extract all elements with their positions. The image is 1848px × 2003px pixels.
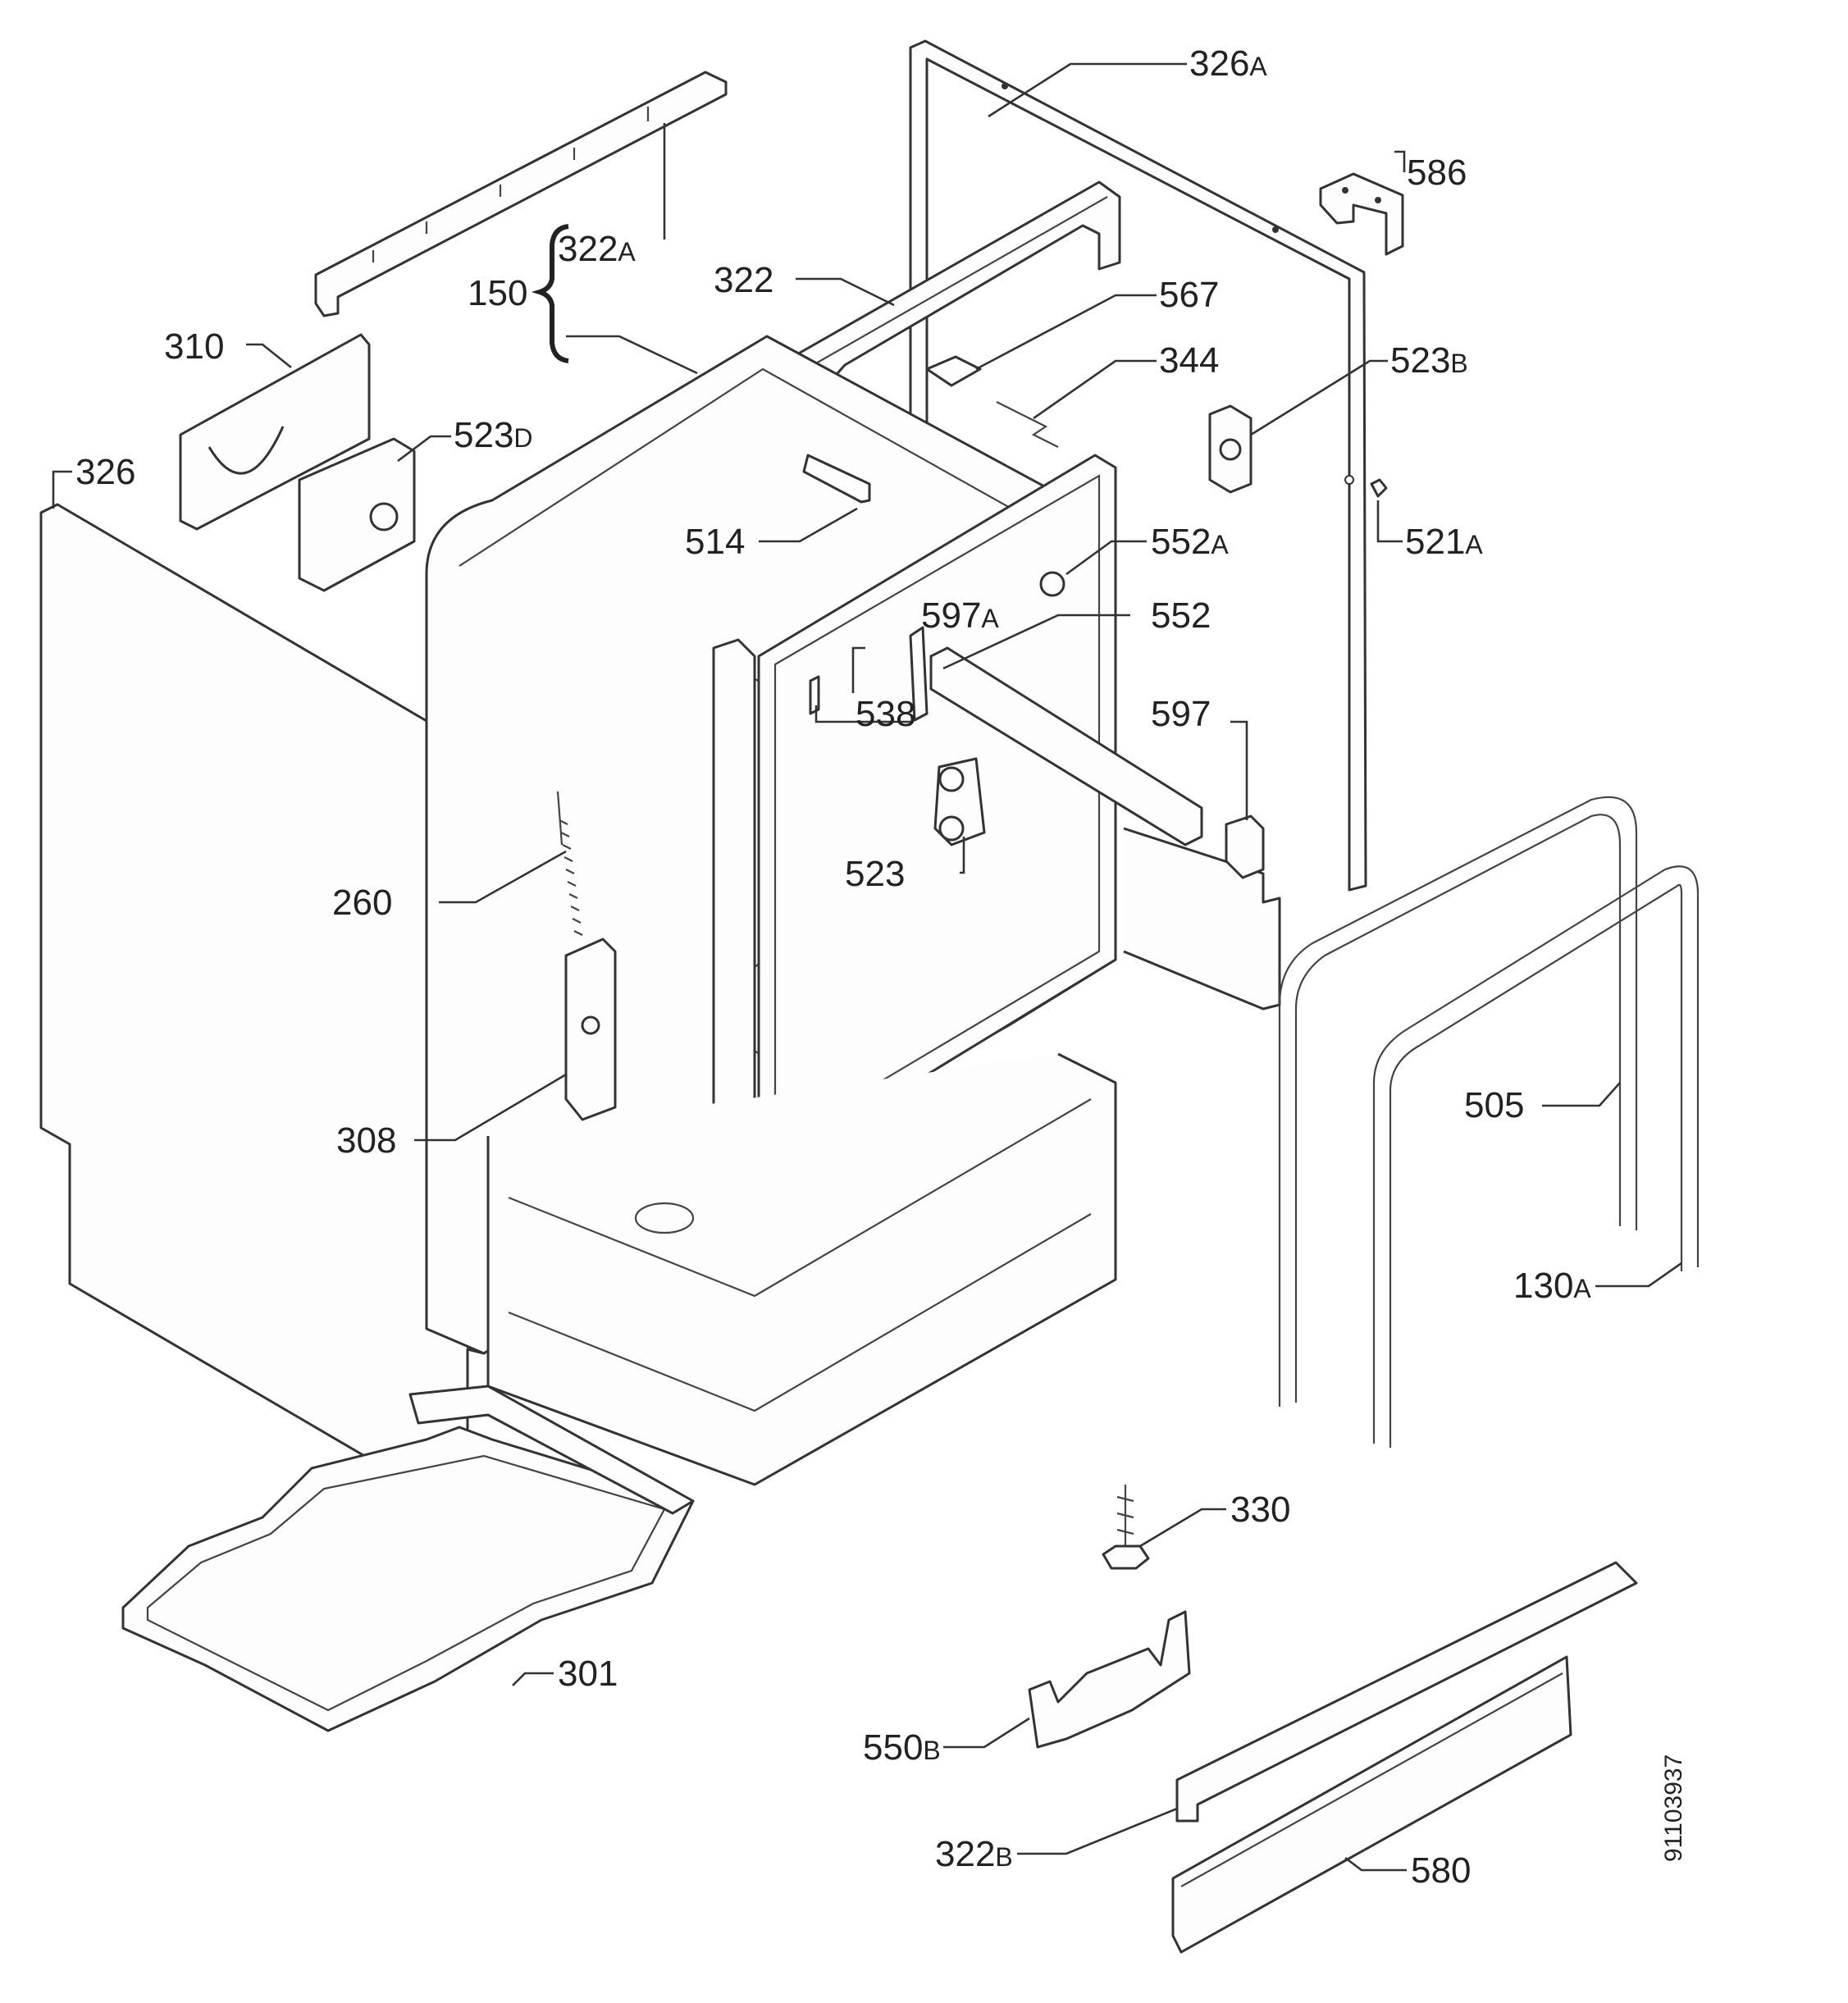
part-label-344: 344 [1159, 340, 1219, 381]
plinth-rails-part [1171, 1561, 1638, 1954]
panel-523d-part [298, 437, 416, 592]
part-label-322: 322 [714, 260, 773, 300]
brace-150 [531, 224, 569, 363]
part-label-322a: 322A [558, 229, 636, 269]
part-label-523: 523 [845, 854, 905, 894]
part-label-326a: 326A [1189, 43, 1267, 84]
part-label-567: 567 [1159, 275, 1219, 315]
hinge-assembly-part [556, 791, 617, 1121]
part-labels: 326A 586 322A 150 322 567 310 344 523B 5… [75, 43, 1591, 1891]
side-panel-326-part [39, 503, 486, 1470]
part-label-260: 260 [332, 883, 392, 923]
part-label-580: 580 [1411, 1850, 1471, 1891]
part-label-552a: 552A [1151, 522, 1229, 562]
tray-301-part [121, 1385, 695, 1732]
part-label-597a: 597A [921, 595, 999, 636]
part-label-310: 310 [164, 326, 224, 367]
seals-part [1278, 796, 1700, 1448]
part-label-597: 597 [1151, 694, 1211, 734]
part-label-301: 301 [558, 1654, 618, 1694]
base-part [486, 1052, 1117, 1486]
part-label-330: 330 [1230, 1490, 1290, 1530]
leader-lines [52, 62, 1682, 1872]
top-rail-322a-part [314, 71, 728, 317]
part-label-514: 514 [685, 522, 745, 562]
document-number: 91103937 [1660, 1754, 1687, 1862]
part-label-308: 308 [336, 1120, 396, 1161]
part-label-538: 538 [856, 694, 915, 734]
part-label-550b: 550B [863, 1727, 941, 1768]
part-label-326: 326 [75, 452, 135, 492]
part-label-322b: 322B [935, 1834, 1013, 1874]
part-label-523b: 523B [1390, 340, 1468, 381]
foot-330-part [1102, 1485, 1150, 1570]
small-parts [802, 355, 1388, 879]
bracket-586-part [1319, 172, 1404, 256]
part-label-586: 586 [1407, 153, 1467, 193]
bracket-550b-part [1028, 1610, 1191, 1749]
part-label-523d: 523D [454, 415, 533, 455]
part-label-150: 150 [468, 273, 527, 313]
part-label-521a: 521A [1405, 522, 1483, 562]
part-label-552: 552 [1151, 595, 1211, 636]
part-label-505: 505 [1464, 1085, 1524, 1125]
part-label-130a: 130A [1513, 1266, 1591, 1306]
cover-310-part [179, 333, 371, 531]
